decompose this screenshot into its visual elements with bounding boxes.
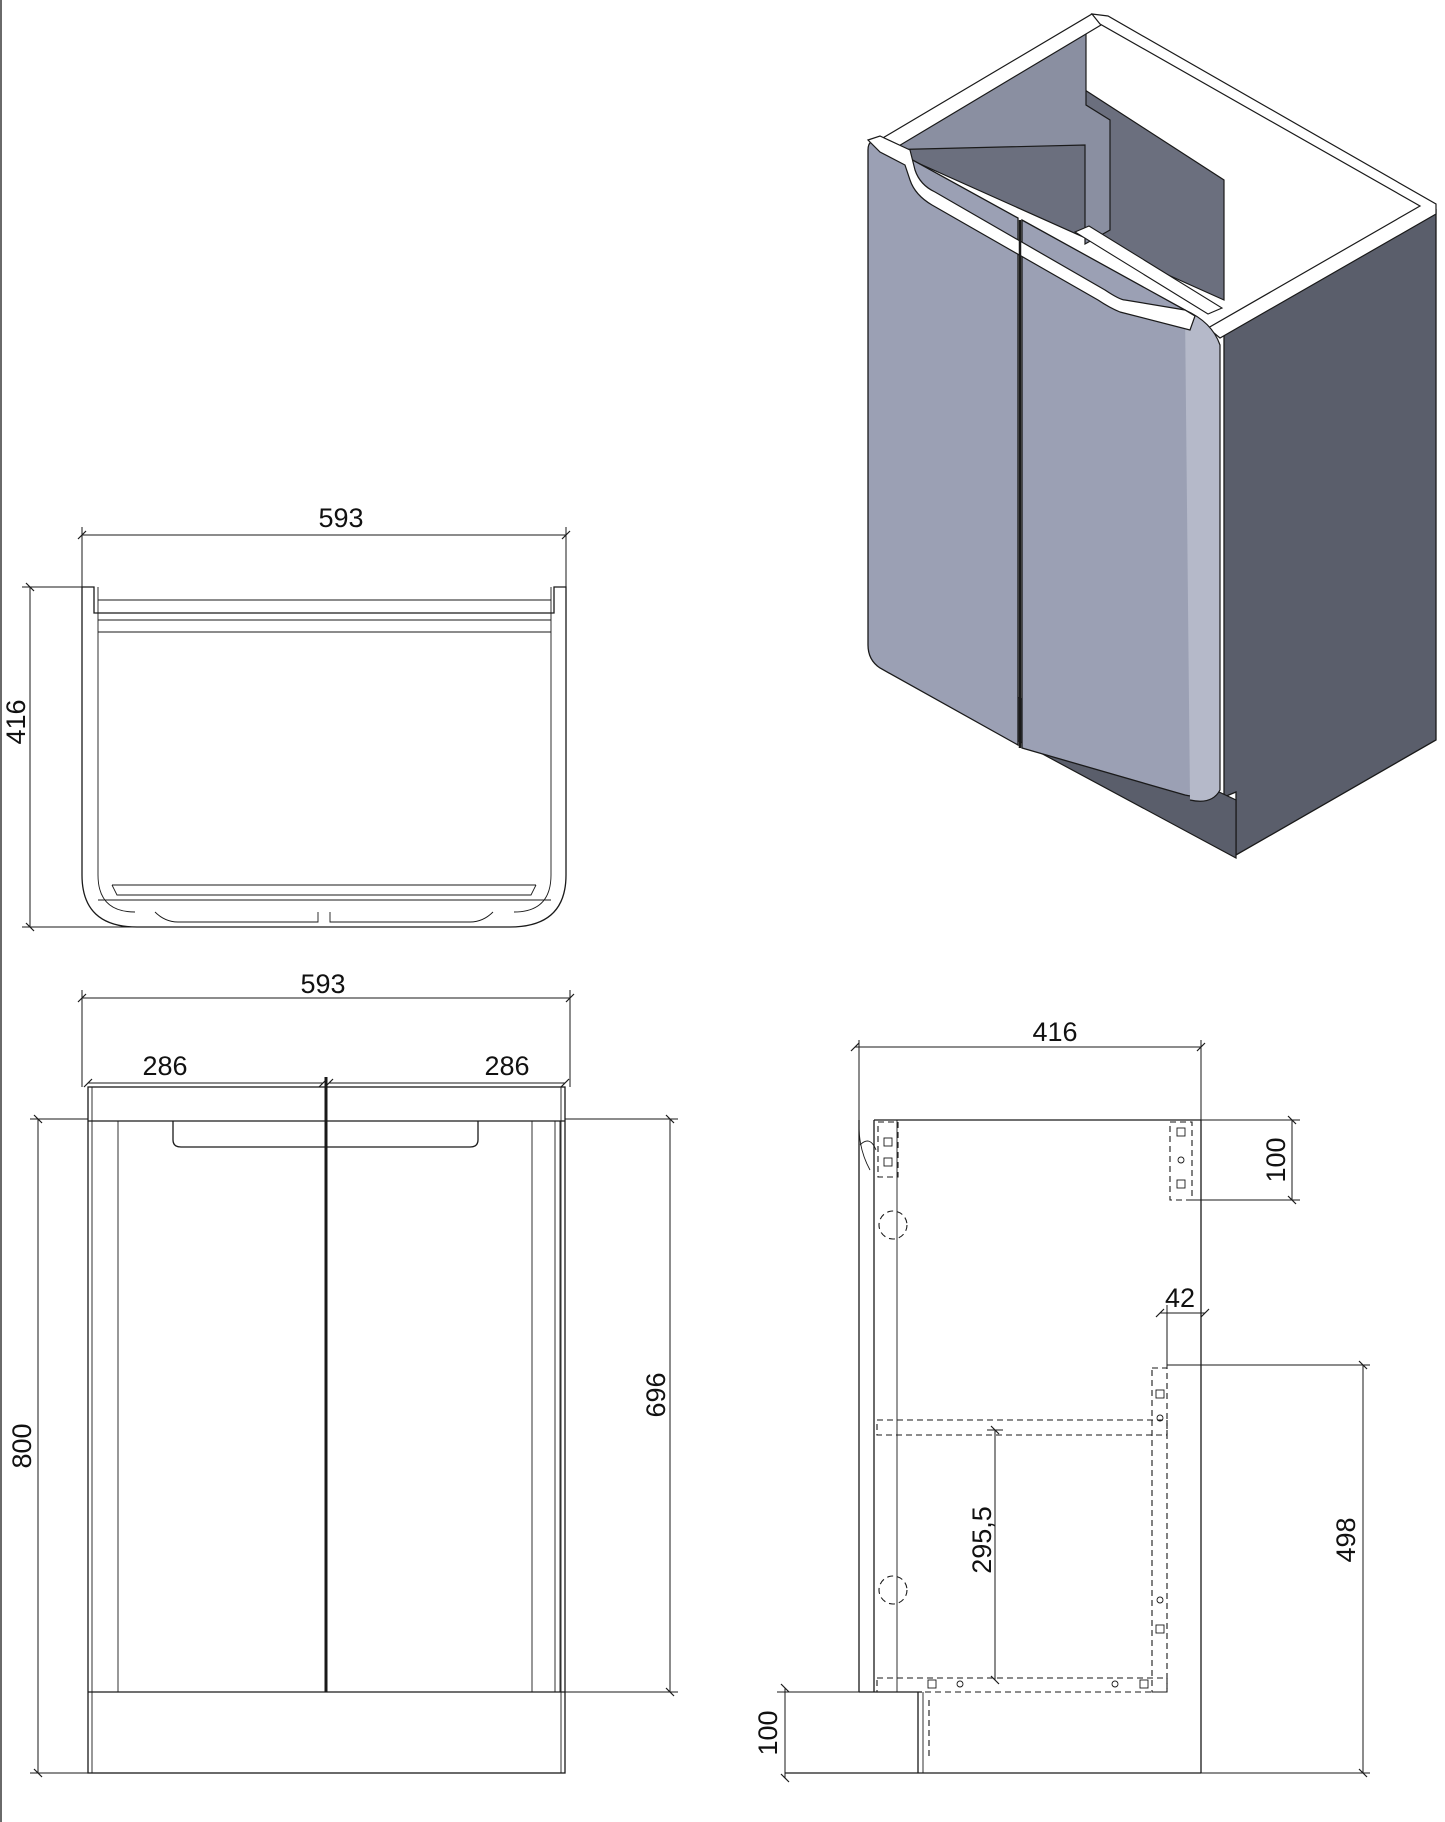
isometric-view [866, 13, 1437, 860]
top-view-outline [81, 586, 567, 928]
iso-corner-edge [1184, 309, 1221, 802]
front-height-label: 800 [7, 1423, 37, 1468]
front-body-height-label: 696 [641, 1372, 671, 1417]
hinge-circle-top [878, 1210, 908, 1240]
side-view: 416 100 42 295,5 498 100 [753, 1017, 1370, 1783]
front-view: 593 286 286 800 696 [7, 969, 678, 1778]
iso-inner-left [875, 23, 1111, 246]
side-back-rail [1169, 1121, 1193, 1201]
side-shelf [876, 1419, 1168, 1436]
side-top-rail-label: 100 [1261, 1137, 1291, 1182]
side-front-rail [877, 1121, 899, 1178]
iso-right-rail [1090, 13, 1437, 339]
side-lower-box [876, 1677, 1168, 1693]
hinge-circle-bottom [878, 1575, 908, 1605]
front-door-right-label: 286 [484, 1051, 529, 1081]
front-width-label: 593 [300, 969, 345, 999]
top-depth-label: 416 [1, 699, 31, 744]
iso-top-front-edge [866, 135, 1196, 331]
side-lower-label: 498 [1331, 1517, 1361, 1562]
side-offset-label: 42 [1165, 1283, 1195, 1313]
iso-door-left [867, 140, 1019, 747]
top-view: 593 416 [1, 503, 571, 932]
top-width-label: 593 [318, 503, 363, 533]
side-depth-label: 416 [1032, 1017, 1077, 1047]
front-handle-recess [172, 1121, 479, 1148]
front-door-left-label: 286 [142, 1051, 187, 1081]
side-back-upright [1151, 1367, 1168, 1693]
side-plinth-label: 100 [753, 1710, 783, 1755]
iso-inner-rail [1073, 225, 1224, 315]
side-shelf-label: 295,5 [967, 1506, 997, 1574]
